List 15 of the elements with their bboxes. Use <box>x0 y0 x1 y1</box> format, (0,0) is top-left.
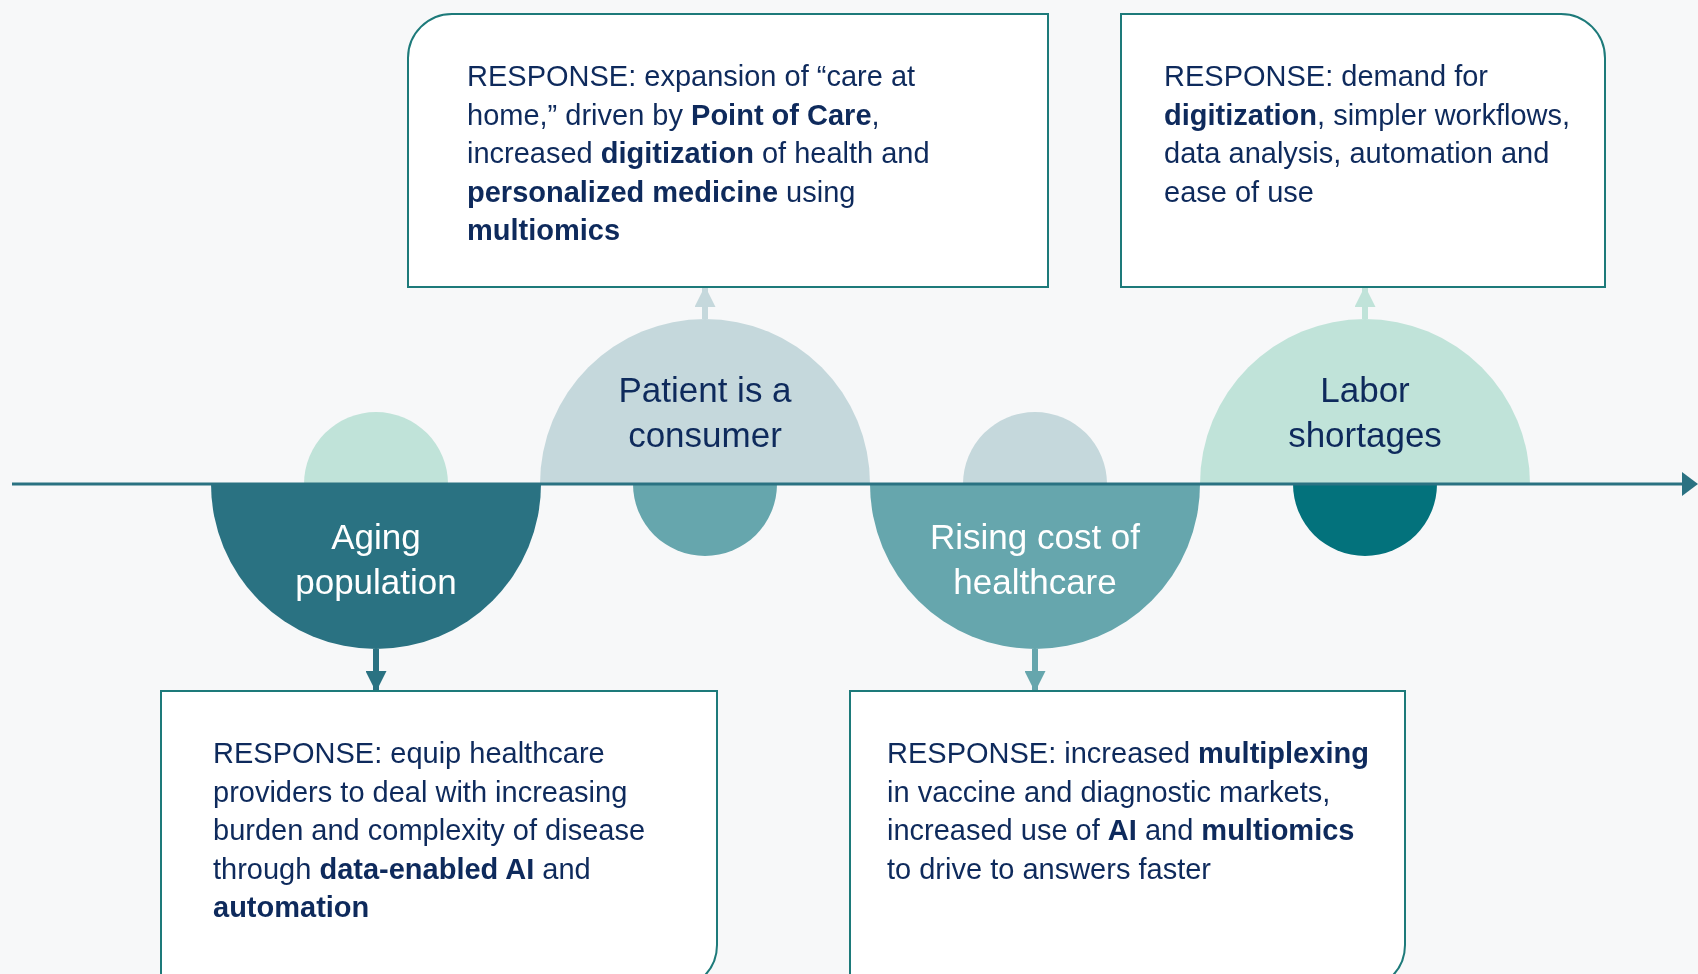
topic-label: Patient is a consumer <box>617 369 793 456</box>
response-box <box>849 690 1406 974</box>
response-box <box>1120 13 1606 288</box>
response-text: RESPONSE: increased multiplexing in vaccine and diagnostic markets, increased use of AI and multiomics to drive to answers faster <box>887 736 1370 887</box>
topic-label: Rising cost of healthcare <box>928 516 1142 603</box>
arrow <box>365 649 387 693</box>
response-box <box>160 690 718 974</box>
response-text: RESPONSE: expansion of “care at home,” driven by Point of Care, increased digitization of health and personalized medicine using multiomics <box>467 59 931 248</box>
response-box <box>407 13 1049 288</box>
response-text: RESPONSE: demand for digitization, simpler workflows, data analysis, automation and ease of use <box>1164 59 1572 210</box>
response-text: RESPONSE: equip healthcare providers to deal with increasing burden and complexity of disease through data-enabled AI and automation <box>213 736 647 925</box>
arrow <box>1024 649 1046 693</box>
topic-label: Labor shortages <box>1287 369 1443 456</box>
topic-label: Aging population <box>294 516 458 603</box>
arrow <box>694 285 716 319</box>
